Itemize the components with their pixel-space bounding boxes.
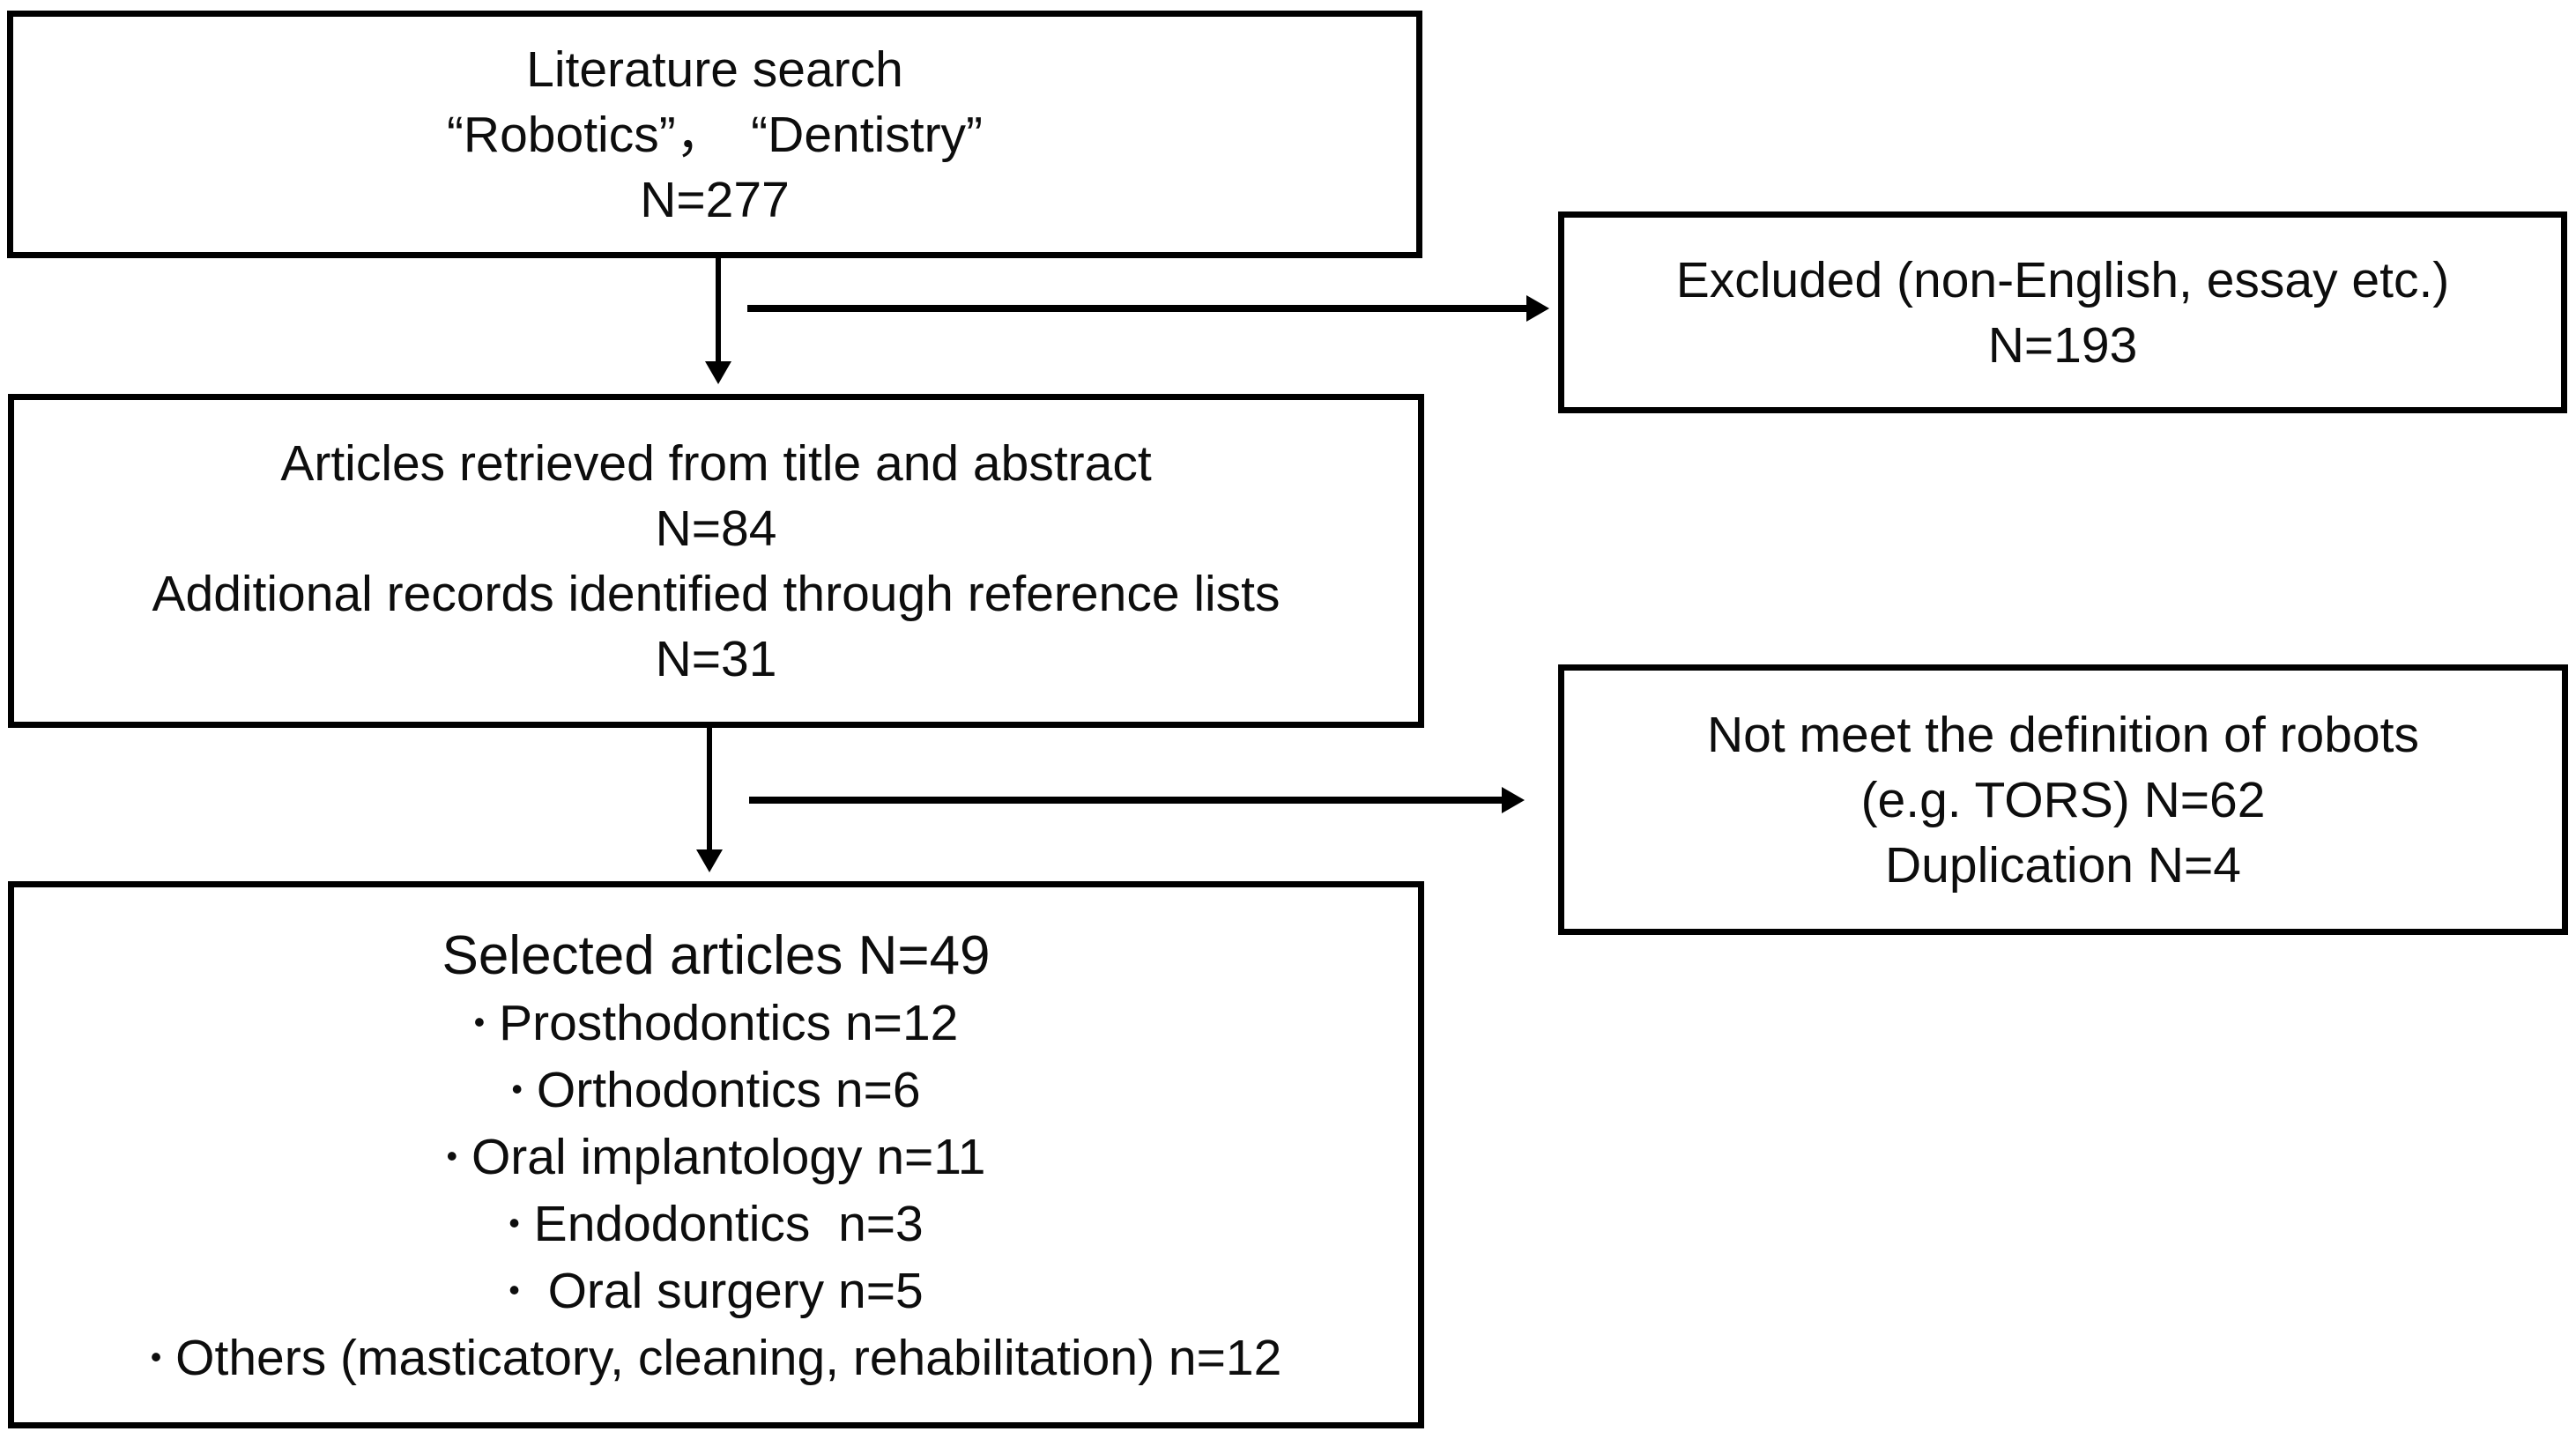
box-excluded: Excluded (non-English, essay etc.) N=193 [1558,211,2567,413]
list-item-label: Orthodontics n=6 [536,1061,921,1118]
bullet-icon: • [511,1070,523,1107]
list-item-label: Prosthodontics n=12 [499,995,959,1051]
literature-search-line-2: “Robotics”， “Dentistry” [446,106,984,163]
list-item: • Prosthodontics n=12 [14,991,1418,1058]
connector-line-to-excluded [747,305,1528,312]
bullet-icon: • [473,1003,486,1040]
list-item: • Endodontics n=3 [14,1192,1418,1259]
articles-retrieved-line-1: Articles retrieved from title and abstra… [280,434,1152,492]
list-item: • Oral surgery n=5 [14,1259,1418,1326]
list-item: • Others (masticatory, cleaning, rehabil… [14,1326,1418,1393]
literature-search-line-3: N=277 [640,171,790,228]
excluded-line-2: N=193 [1987,316,2138,374]
selected-articles-list: • Prosthodontics n=12 • Orthodontics n=6… [14,991,1418,1393]
selected-articles-heading: Selected articles N=49 [442,925,991,986]
bullet-icon: • [446,1137,458,1174]
arrow-down-retrieved-to-selected [696,849,723,872]
list-item-label: Endodontics n=3 [533,1195,924,1252]
arrow-right-to-not-meet [1502,787,1525,813]
list-item-label: Oral implantology n=11 [471,1128,986,1185]
articles-retrieved-line-3: Additional records identified through re… [152,565,1281,622]
list-item: • Orthodontics n=6 [14,1058,1418,1125]
arrow-down-search-to-retrieved [705,361,731,384]
bullet-icon: • [150,1338,162,1375]
connector-line-to-not-meet [749,797,1503,804]
box-selected-articles: Selected articles N=49 • Prosthodontics … [8,881,1424,1428]
bullet-icon: • [509,1271,520,1308]
not-meet-line-3: Duplication N=4 [1885,836,2241,894]
list-item: • Oral implantology n=11 [14,1125,1418,1192]
arrow-right-to-excluded [1526,295,1549,322]
box-literature-search: Literature search “Robotics”， “Dentistry… [7,11,1422,258]
excluded-line-1: Excluded (non-English, essay etc.) [1675,251,2450,308]
connector-line-retrieved-to-selected [707,728,712,851]
list-item-label: Oral surgery n=5 [533,1262,924,1319]
connector-line-search-to-retrieved [716,257,721,363]
box-not-meet-definition: Not meet the definition of robots (e.g. … [1558,664,2568,935]
not-meet-line-2: (e.g. TORS) N=62 [1860,771,2266,828]
literature-search-line-1: Literature search [526,41,903,98]
list-item-label: Others (masticatory, cleaning, rehabilit… [175,1329,1282,1386]
box-articles-retrieved: Articles retrieved from title and abstra… [8,394,1424,728]
not-meet-line-1: Not meet the definition of robots [1707,706,2419,763]
articles-retrieved-line-4: N=31 [655,630,777,687]
bullet-icon: • [509,1204,520,1241]
articles-retrieved-line-2: N=84 [655,500,777,557]
